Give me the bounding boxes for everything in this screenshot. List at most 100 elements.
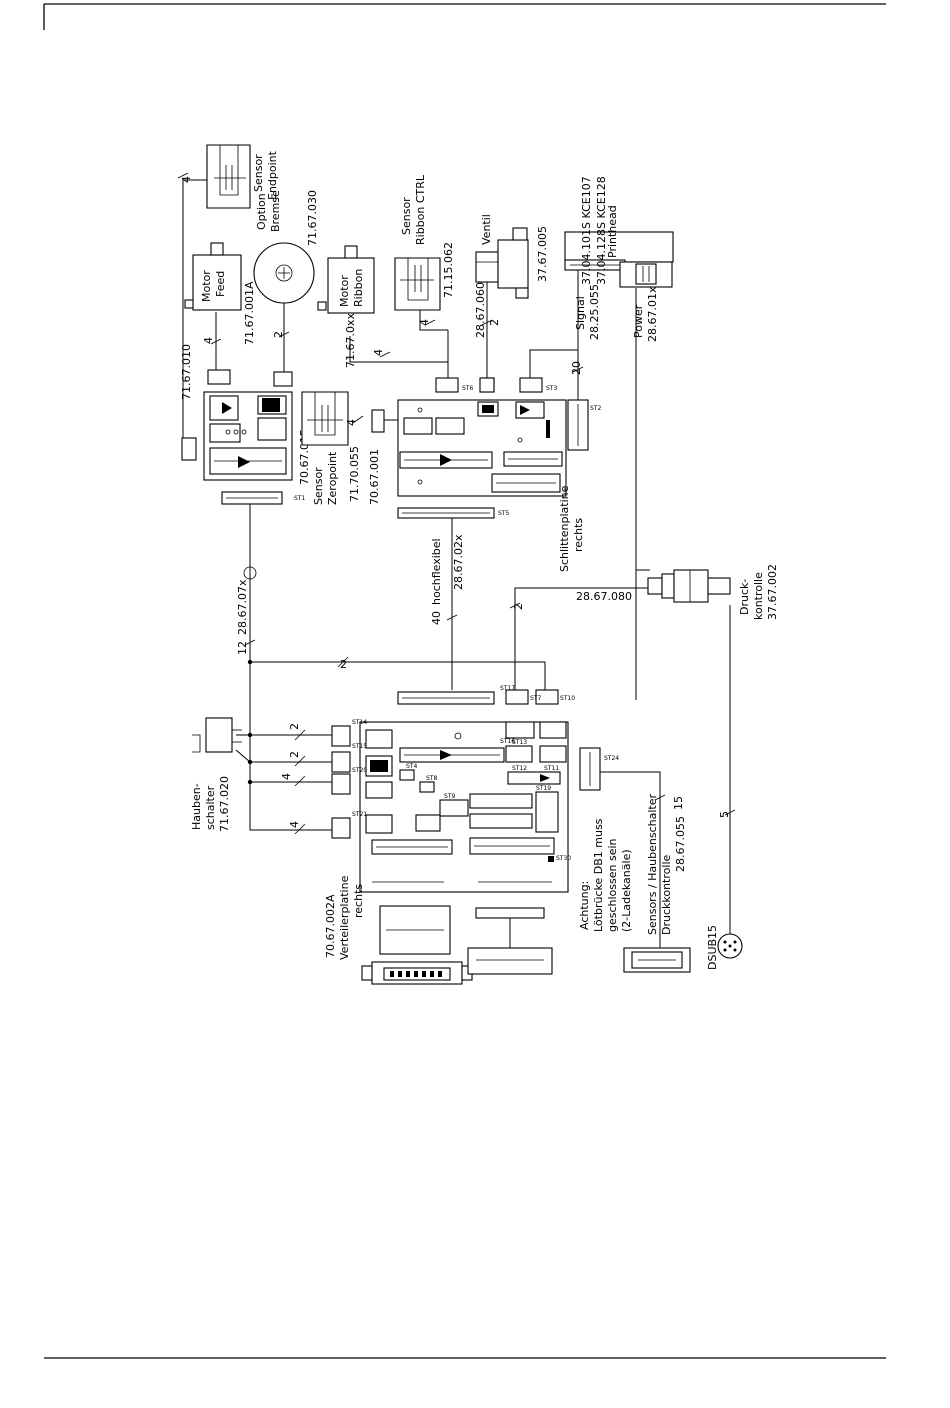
cable-haub-b-count: 2 bbox=[288, 751, 301, 758]
sensor-endpoint bbox=[206, 144, 251, 209]
st15-label: ST15 bbox=[352, 743, 367, 750]
cable-power-label: Power bbox=[632, 304, 645, 338]
cable-druck-part: 28.67.080 bbox=[576, 590, 632, 603]
cable-signal-count: 20 bbox=[570, 361, 583, 375]
motor-feed-label-a: Motor bbox=[200, 270, 213, 302]
sensors-cable-label-b: Druckkontrolle bbox=[660, 855, 673, 935]
verteiler-label-b: rechts bbox=[352, 884, 365, 918]
st20-label: ST20 bbox=[352, 767, 367, 774]
cable-hochflexibel-part: 28.67.02x bbox=[452, 534, 465, 590]
cable-bremse-count: 2 bbox=[272, 331, 285, 338]
cable-sensor-ribbon-count: 4 bbox=[418, 319, 431, 326]
verteilerplatine-board bbox=[331, 689, 601, 893]
cable-28-67-07x-part: 28.67.07x bbox=[236, 579, 249, 635]
sensor-ribbon-part: 71.15.062 bbox=[442, 242, 455, 298]
hauben-label-a: Hauben- bbox=[190, 783, 203, 830]
sensor-ribbon-ctrl bbox=[394, 257, 441, 311]
verteiler-label-a: Verteilerplatine bbox=[338, 875, 351, 960]
cable-haub-d-count: 4 bbox=[288, 821, 301, 828]
cable-hochflexibel-count: 40 bbox=[430, 611, 443, 625]
sensor-ribbon-label-b: Ribbon CTRL bbox=[414, 174, 427, 245]
st12-label: ST12 bbox=[512, 765, 527, 772]
motor-ribbon-label-a: Motor bbox=[338, 275, 351, 307]
option-bremse-label-b: Bremse bbox=[269, 190, 282, 232]
printhead-part-a: 37.04.128S KCE128 bbox=[595, 176, 608, 285]
st7-label: ST7 bbox=[530, 695, 541, 702]
cable-druck-count: 2 bbox=[512, 603, 525, 610]
option-bremse bbox=[253, 242, 315, 304]
schlittenplatine-board bbox=[397, 399, 589, 519]
cable-zeropoint-count: 4 bbox=[345, 419, 358, 426]
cable-haub-a-count: 2 bbox=[288, 723, 301, 730]
schlitten-top-connectors bbox=[435, 377, 543, 393]
cable-power-part: 28.67.01x bbox=[646, 286, 659, 342]
st19-label: ST19 bbox=[536, 785, 551, 792]
cable-ventil-part: 28.67.060 bbox=[474, 282, 487, 338]
sensors-cable-count: 15 bbox=[672, 796, 685, 810]
cable-motor-feed-count: 4 bbox=[202, 337, 215, 344]
schlitten-label-b: rechts bbox=[572, 518, 585, 552]
bottom-sub-d-left bbox=[361, 905, 473, 985]
st2-label: ST2 bbox=[590, 405, 601, 412]
haubenschalter bbox=[192, 717, 242, 753]
note-line3: geschlossen sein bbox=[606, 838, 619, 932]
druckkontrolle bbox=[647, 569, 731, 603]
motor-feed-part: 71.67.001A bbox=[243, 281, 256, 345]
st4-label: ST4 bbox=[406, 763, 417, 770]
druck-label-a: Druck- bbox=[738, 579, 751, 615]
dsub15-connector bbox=[717, 933, 743, 959]
cable-motor-ribbon-count: 4 bbox=[372, 349, 385, 356]
sensor-zeropoint-part: 71.70.055 bbox=[348, 446, 361, 502]
motor-ribbon bbox=[317, 245, 375, 314]
cable-signal-part: 28.25.055 bbox=[588, 284, 601, 340]
sensor-ribbon-label-a: Sensor bbox=[400, 197, 413, 235]
conn-st-left-small bbox=[181, 369, 293, 505]
sensor-zeropoint-label-b: Zeropoint bbox=[326, 451, 339, 505]
sensor-endpoint-label-b: Endpoint bbox=[266, 150, 279, 200]
st13-label: ST13 bbox=[512, 739, 527, 746]
bottom-sub-d-right bbox=[623, 947, 691, 973]
hauben-label-b: schalter bbox=[204, 785, 217, 830]
ventil-label: Ventil bbox=[480, 214, 493, 245]
note-line1: Achtung: bbox=[578, 881, 591, 930]
option-bremse-part: 71.67.030 bbox=[306, 190, 319, 246]
ventil-part: 37.67.005 bbox=[536, 226, 549, 282]
st14-label: ST14 bbox=[352, 719, 367, 726]
board-70-67-015 bbox=[203, 391, 293, 481]
st24-label: ST24 bbox=[604, 755, 619, 762]
hauben-part: 71.67.020 bbox=[218, 776, 231, 832]
st1-label: ST1 bbox=[294, 495, 305, 502]
st10-label: ST10 bbox=[560, 695, 575, 702]
sensor-endpoint-label-a: Sensor bbox=[252, 154, 265, 192]
cable-dsub-count: 5 bbox=[718, 811, 731, 818]
option-bremse-label-a: Option bbox=[255, 193, 268, 230]
note-line4: (2-Ladekanäle) bbox=[620, 849, 633, 932]
wire-ticks bbox=[177, 172, 736, 835]
printhead-label: Printhead bbox=[606, 205, 619, 258]
st8-label: ST8 bbox=[426, 775, 437, 782]
motor-feed bbox=[184, 242, 242, 311]
verteiler-part: 70.67.002A bbox=[324, 894, 337, 958]
sensors-cable-label-a: Sensors / Haubenschalter bbox=[646, 794, 659, 935]
printhead-part-b: 37.04.101S KCE107 bbox=[580, 176, 593, 285]
st6-label: ST6 bbox=[462, 385, 473, 392]
druck-label-b: kontrolle bbox=[752, 572, 765, 620]
schlitten-part: 70.67.001 bbox=[368, 449, 381, 505]
sensors-cable-part: 28.67.055 bbox=[674, 816, 687, 872]
cable-71-67-010-part: 71.67.010 bbox=[180, 344, 193, 400]
st9-label: ST9 bbox=[444, 793, 455, 800]
schlitten-label-a: Schlittenplatine bbox=[558, 485, 571, 572]
st16-label: ST16 bbox=[500, 738, 515, 745]
cable-28-67-07x-count: 12 bbox=[236, 641, 249, 655]
st3-label: ST3 bbox=[546, 385, 557, 392]
wires bbox=[182, 179, 731, 960]
cable-haub-c-count: 4 bbox=[280, 773, 293, 780]
cable-loop2-count: 2 bbox=[340, 658, 347, 671]
st17-label: ST17 bbox=[500, 685, 515, 692]
st11-label: ST11 bbox=[544, 765, 559, 772]
ventil bbox=[475, 227, 529, 299]
sensor-zeropoint bbox=[301, 391, 385, 446]
cable-ventil-count: 2 bbox=[488, 319, 501, 326]
bottom-sub-d-center bbox=[467, 907, 553, 975]
cable-hochflexibel-label: hochflexibel bbox=[430, 538, 443, 605]
